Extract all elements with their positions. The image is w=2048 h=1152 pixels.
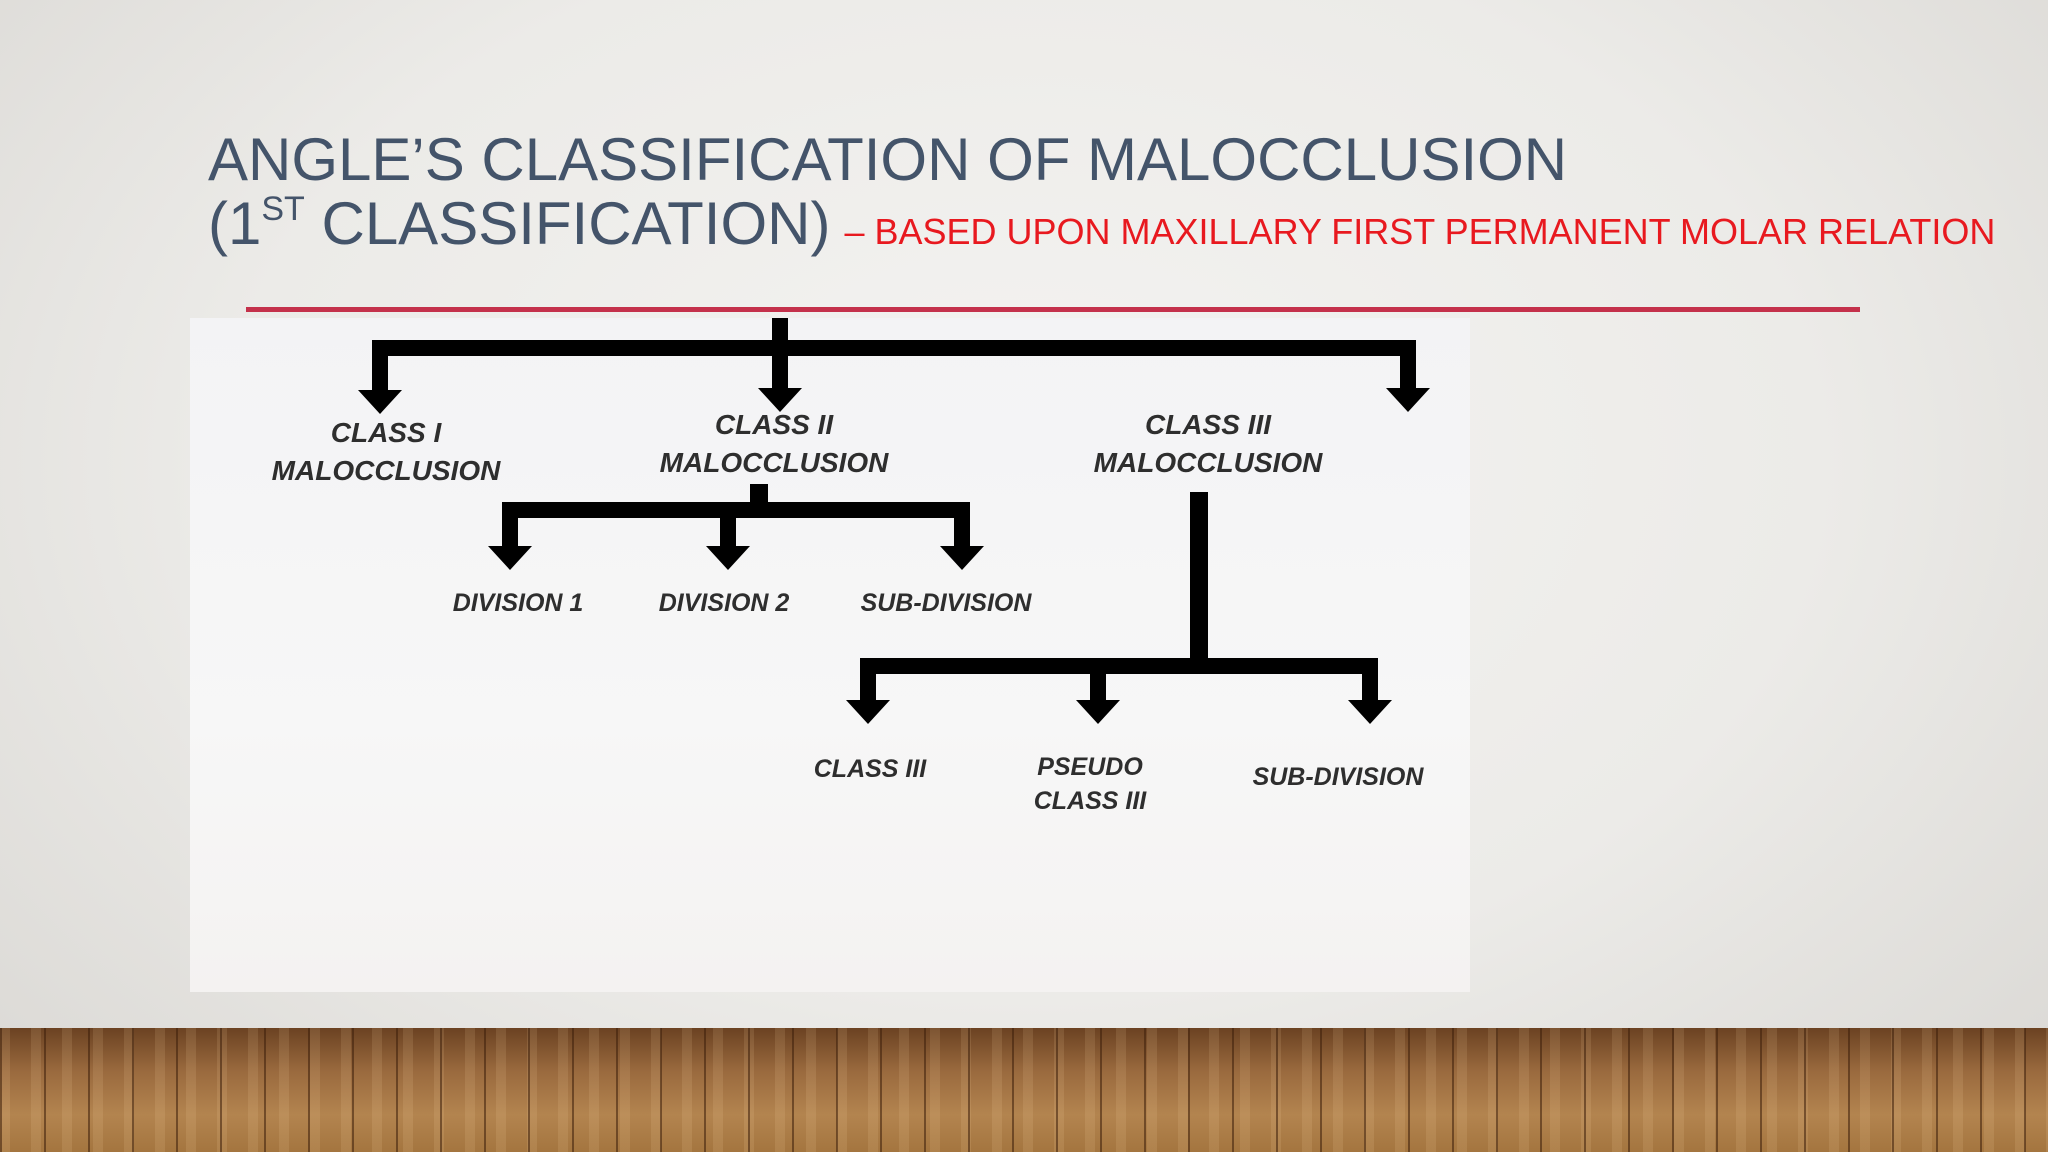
connector-class3-down: [1190, 492, 1208, 662]
node-division-1: DIVISION 1: [452, 589, 584, 617]
node-pseudo-line1: PSEUDO: [1037, 753, 1143, 781]
title-line-1: ANGLE’S CLASSIFICATION OF MALOCCLUSION: [208, 126, 1568, 193]
arrow-class1: [358, 390, 402, 414]
arrow-class2: [758, 388, 802, 412]
node-class2-subdivision: SUB-DIVISION: [860, 589, 1032, 617]
node-class3: CLASS III MALOCCLUSION: [1094, 406, 1323, 482]
arrow-div2: [706, 546, 750, 570]
title-superscript: ST: [261, 190, 305, 228]
arrow-class3-subdiv: [1348, 700, 1392, 724]
slide-subtitle: – BASED UPON MAXILLARY FIRST PERMANENT M…: [844, 211, 1996, 252]
node-class3-child: CLASS III: [813, 755, 927, 783]
node-class3-line2: MALOCCLUSION: [1093, 447, 1323, 478]
node-class3-line1: CLASS III: [1144, 409, 1271, 440]
arrow-subdiv: [940, 546, 984, 570]
connector-subdiv: [954, 502, 970, 550]
arrow-pseudo: [1076, 700, 1120, 724]
node-class2-line1: CLASS II: [714, 409, 834, 440]
connector-class2: [772, 340, 788, 392]
node-class3-subdivision: SUB-DIVISION: [1252, 763, 1424, 791]
diagram-arrows: [358, 318, 1430, 724]
node-class1-line1: CLASS I: [330, 417, 442, 448]
node-class1-line2: MALOCCLUSION: [271, 455, 501, 486]
class3-bar: [860, 658, 1378, 674]
node-class1: CLASS I MALOCCLUSION: [272, 414, 501, 490]
connector-class2-down: [750, 484, 768, 506]
slide-title-block: ANGLE’S CLASSIFICATION OF MALOCCLUSION (…: [208, 128, 2008, 264]
trunk-line: [772, 318, 788, 346]
arrow-div1: [488, 546, 532, 570]
title-line-2-prefix: (1: [208, 190, 262, 257]
connector-div1: [502, 502, 518, 550]
node-class2: CLASS II MALOCCLUSION: [660, 406, 889, 482]
node-class2-line2: MALOCCLUSION: [659, 447, 889, 478]
connector-class3a: [860, 658, 876, 704]
connector-pseudo: [1090, 658, 1106, 704]
node-division-2: DIVISION 2: [658, 589, 790, 617]
slide-title-line-2: (1ST CLASSIFICATION) – BASED UPON MAXILLA…: [208, 192, 2008, 264]
wooden-floor-decoration: [0, 1028, 2048, 1152]
classification-diagram: CLASS I MALOCCLUSION CLASS II MALOCCLUSI…: [190, 318, 1470, 992]
connector-class3: [1400, 340, 1416, 392]
title-line-2-suffix: CLASSIFICATION): [304, 190, 831, 257]
top-bar: [372, 340, 1416, 356]
connector-class3-subdiv: [1362, 658, 1378, 704]
node-pseudo-line2: CLASS III: [1033, 787, 1147, 815]
slide-title: ANGLE’S CLASSIFICATION OF MALOCCLUSION: [208, 128, 2008, 192]
connector-class1: [372, 340, 388, 392]
connector-div2: [720, 502, 736, 550]
arrow-class3a: [846, 700, 890, 724]
title-divider: [246, 307, 1860, 312]
arrow-class3: [1386, 388, 1430, 412]
node-pseudo-class3: PSEUDO CLASS III: [1034, 750, 1147, 818]
